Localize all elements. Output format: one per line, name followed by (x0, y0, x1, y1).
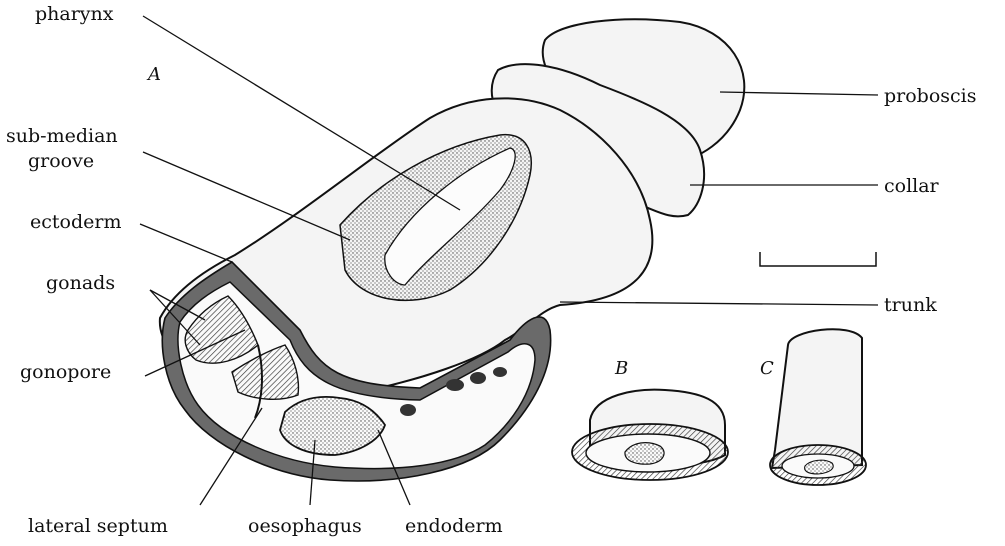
label-collar: collar (884, 175, 940, 197)
label-pharynx: pharynx (35, 3, 114, 25)
panel-label-b: B (614, 358, 628, 379)
label-trunk: trunk (884, 294, 937, 316)
label-gonopore: gonopore (20, 361, 111, 383)
label-sub-median-1: sub-median (6, 125, 118, 147)
panel-label-c: C (760, 358, 774, 379)
scale-bar (760, 252, 876, 266)
label-lateral-septum: lateral septum (28, 515, 168, 537)
panel-label-a: A (146, 64, 161, 85)
label-ectoderm: ectoderm (30, 211, 121, 233)
label-gonads: gonads (46, 272, 115, 294)
label-proboscis: proboscis (884, 85, 977, 107)
section-b-gut (625, 443, 664, 465)
label-oesophagus: oesophagus (248, 515, 362, 537)
section-c: C (760, 329, 866, 485)
section-b: B (572, 358, 728, 480)
label-sub-median-2: groove (28, 150, 94, 172)
label-endoderm: endoderm (405, 515, 503, 537)
